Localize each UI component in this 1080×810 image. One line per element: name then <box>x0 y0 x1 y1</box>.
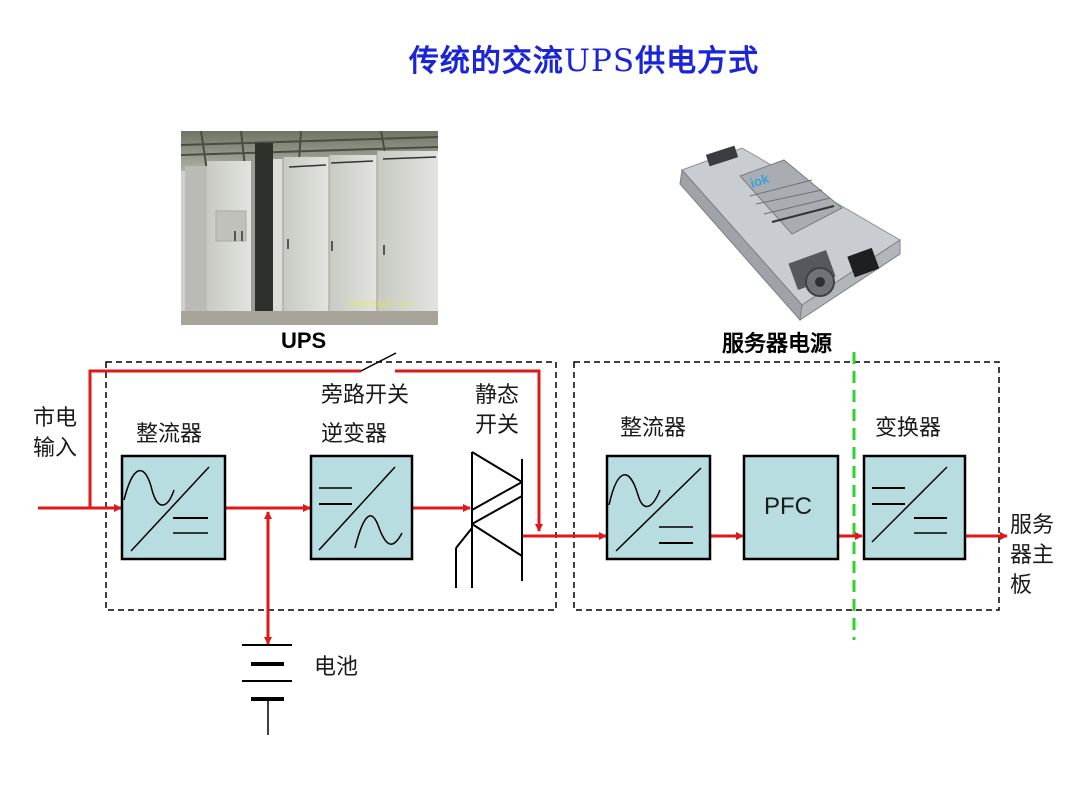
pfc-label: PFC <box>764 493 812 520</box>
ups-rectifier-block <box>120 454 227 561</box>
title-suffix: 供电方式 <box>635 44 760 79</box>
photo-timestamp: 2007/06/27 12:1 <box>350 300 416 309</box>
ups-caption: UPS <box>281 328 327 353</box>
static-switch-symbol <box>455 451 523 588</box>
motherboard-output-label-line1: 服务 <box>1010 513 1055 538</box>
static-switch-label-line1: 静态 <box>475 383 520 408</box>
static-switch-label: 静态 开关 <box>475 381 519 441</box>
mains-input-label: 市电 输入 <box>33 404 77 464</box>
inverter-block <box>309 454 414 561</box>
battery-symbol <box>242 644 292 735</box>
mains-input-label-line2: 输入 <box>33 436 78 461</box>
static-switch-label-line2: 开关 <box>475 413 520 438</box>
psu-rectifier-block <box>605 454 712 561</box>
bypass-path-line-right <box>395 369 543 532</box>
ups-photo <box>181 131 438 325</box>
title-prefix: 传统的交流 <box>408 44 564 79</box>
ups-rectifier-label: 整流器 <box>136 422 203 447</box>
psu-brand-text: iok <box>748 171 771 191</box>
motherboard-output-label-line3: 板 <box>1010 573 1033 598</box>
battery-label: 电池 <box>314 655 359 680</box>
motherboard-output-label-line2: 器主 <box>1010 543 1055 568</box>
inverter-label: 逆变器 <box>321 422 388 447</box>
bypass-switch-blade <box>360 352 397 372</box>
bypass-path-line-left <box>88 369 361 508</box>
psu-caption: 服务器电源 <box>722 331 833 356</box>
title-latin: UPS <box>563 43 636 79</box>
psu-rectifier-label: 整流器 <box>620 416 687 441</box>
bypass-switch-label: 旁路开关 <box>321 383 410 408</box>
server-psu-photo: iok <box>672 140 904 332</box>
motherboard-output-label: 服务 器主 板 <box>1010 511 1054 601</box>
ups-boundary <box>105 361 557 611</box>
converter-block <box>862 454 967 561</box>
pfc-block <box>742 454 840 561</box>
mains-input-label-line1: 市电 <box>33 406 78 431</box>
converter-label: 变换器 <box>875 416 942 441</box>
psu-boundary <box>573 361 1000 611</box>
page-title: 传统的交流UPS供电方式 <box>0 36 1080 80</box>
